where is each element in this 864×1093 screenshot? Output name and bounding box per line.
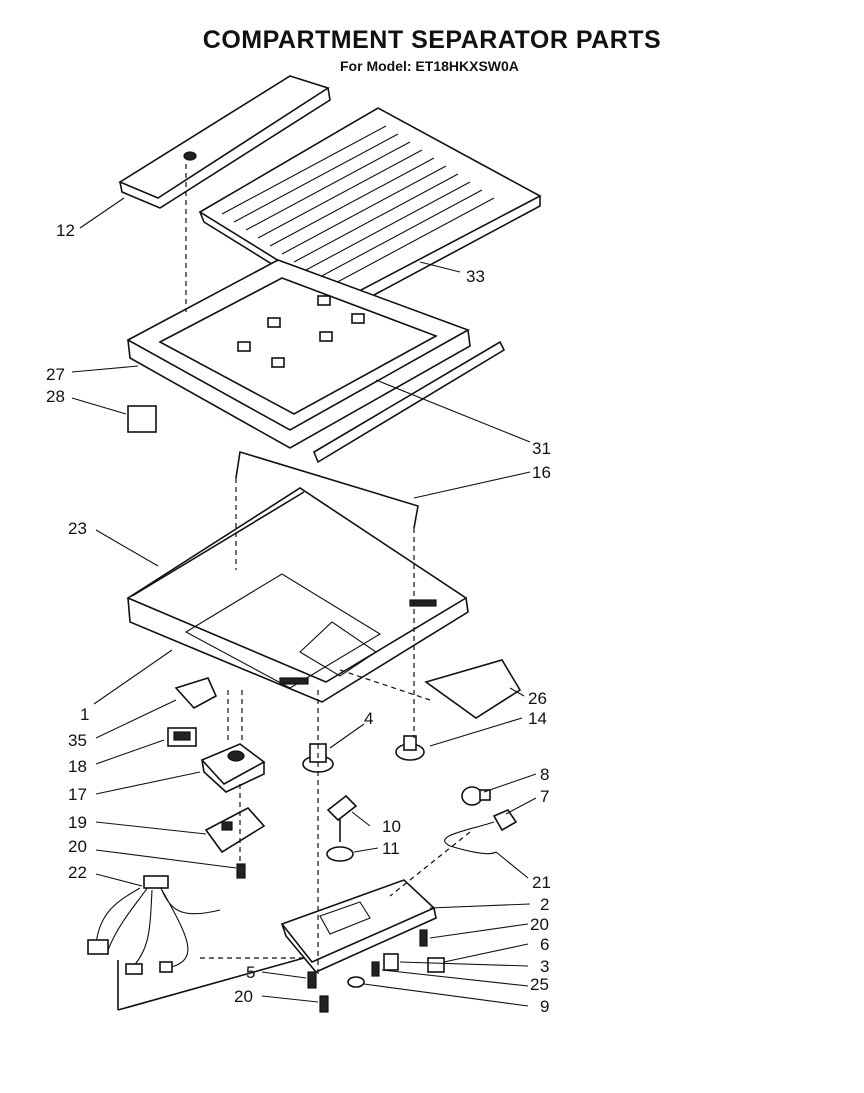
- callout-7: 7: [540, 787, 549, 806]
- part-6-switch[interactable]: [427, 957, 445, 973]
- callout-9: 9: [540, 997, 549, 1016]
- alignment-lines: [117, 164, 471, 1011]
- callout-5: 5: [246, 963, 255, 982]
- part-8-light-bulb[interactable]: [461, 786, 491, 806]
- part-18-plate[interactable]: [167, 727, 197, 747]
- callout-31: 31: [532, 439, 551, 458]
- callout-12: 12: [56, 221, 75, 240]
- part-10-thermostat[interactable]: [326, 794, 358, 842]
- part-20-screw-c[interactable]: [319, 995, 329, 1013]
- part-27-frame[interactable]: [126, 259, 471, 449]
- part-9-washer[interactable]: [347, 976, 365, 988]
- part-17-control-housing[interactable]: [200, 743, 266, 793]
- callout-33: 33: [466, 267, 485, 286]
- callout-20-b: 20: [530, 915, 549, 934]
- callout-16: 16: [532, 463, 551, 482]
- part-19-control-plate[interactable]: [204, 807, 266, 854]
- part-35-bracket[interactable]: [174, 677, 218, 710]
- callout-14: 14: [528, 709, 547, 728]
- part-16-rod[interactable]: [235, 450, 419, 529]
- callout-3: 3: [540, 957, 549, 976]
- callout-2: 2: [540, 895, 549, 914]
- part-21-wire[interactable]: [444, 821, 497, 855]
- callout-27: 27: [46, 365, 65, 384]
- part-2-lower-housing[interactable]: [280, 879, 437, 973]
- callout-11: 11: [382, 839, 400, 858]
- callout-21: 21: [532, 873, 551, 892]
- callouts: 12 33 27 28 31 16 23 1 26 14 4 35 18 17 …: [46, 221, 551, 1016]
- callout-20-c: 20: [234, 987, 253, 1006]
- callout-25: 25: [530, 975, 549, 994]
- callout-4: 4: [364, 709, 373, 728]
- part-31-strip[interactable]: [313, 340, 506, 464]
- callout-20-a: 20: [68, 837, 87, 856]
- part-20-screw-b[interactable]: [419, 929, 428, 947]
- callout-26: 26: [528, 689, 547, 708]
- callout-1: 1: [80, 705, 89, 724]
- callout-19: 19: [68, 813, 87, 832]
- callout-17: 17: [68, 785, 87, 804]
- callout-35: 35: [68, 731, 87, 750]
- callout-22: 22: [68, 863, 87, 882]
- callout-6: 6: [540, 935, 549, 954]
- callout-28: 28: [46, 387, 65, 406]
- part-25-screw[interactable]: [371, 961, 380, 977]
- part-12-cover-strip[interactable]: [118, 75, 331, 209]
- page-title: COMPARTMENT SEPARATOR PARTS: [202, 26, 662, 54]
- part-5-screw[interactable]: [307, 971, 317, 989]
- part-11-washer[interactable]: [326, 846, 354, 862]
- leader-lines: [71, 197, 537, 1007]
- part-22-wire-harness[interactable]: [87, 875, 221, 975]
- part-3-switch[interactable]: [383, 953, 399, 971]
- callout-10: 10: [382, 817, 401, 836]
- model-subtitle: For Model: ET18HKXSW0A: [340, 58, 519, 74]
- part-20-screw-a[interactable]: [236, 863, 246, 879]
- callout-23: 23: [68, 519, 87, 538]
- callout-18: 18: [68, 757, 87, 776]
- part-1-separator-base[interactable]: [126, 487, 469, 703]
- part-7-socket[interactable]: [492, 809, 518, 832]
- part-14-knob[interactable]: [395, 735, 425, 761]
- part-26-pad[interactable]: [424, 659, 522, 719]
- part-28-block[interactable]: [127, 405, 157, 433]
- callout-8: 8: [540, 765, 549, 784]
